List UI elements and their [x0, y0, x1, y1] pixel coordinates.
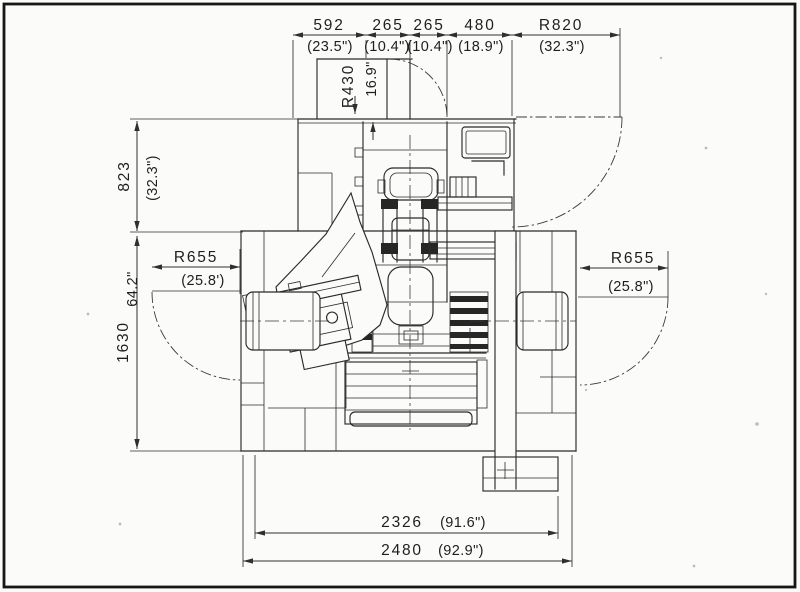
dim-r655-right-mm: R655: [611, 250, 655, 267]
dim-265b-mm: 265: [413, 17, 444, 34]
machine-outline: [240, 58, 577, 452]
dim-2326-mm: 2326: [381, 514, 423, 531]
dimension-annotations: 592 (23.5") 265 (10.4") 265 (10.4") 480 …: [115, 17, 669, 567]
dim-265a-inch: (10.4"): [364, 39, 410, 55]
dim-480-inch: (18.9"): [458, 39, 504, 55]
dim-592-mm: 592: [313, 17, 344, 34]
dim-592-inch: (23.5"): [307, 39, 353, 55]
dim-r655-right-inch: (25.8"): [608, 279, 654, 295]
dim-r430-inch: 16.9": [364, 61, 380, 96]
dim-r430-mm: R430: [340, 64, 357, 108]
dim-r655-left-mm: R655: [174, 249, 218, 266]
dim-1630-mm: 1630: [115, 321, 132, 363]
dim-r820-inch: (32.3"): [539, 39, 585, 55]
dim-265a-mm: 265: [372, 17, 403, 34]
centerlines: [240, 135, 576, 430]
dim-480-mm: 480: [464, 17, 495, 34]
dim-2326-inch: (91.6"): [440, 515, 486, 531]
dim-2480-mm: 2480: [381, 542, 423, 559]
dim-r820-mm: R820: [539, 17, 583, 34]
pendant-arm: [482, 230, 559, 492]
dim-823-inch: (32.3"): [145, 155, 161, 201]
dim-265b-inch: (10.4"): [407, 39, 453, 55]
dim-1630-inch: 64.2": [125, 271, 141, 306]
dim-2480-inch: (92.9"): [438, 543, 484, 559]
dim-r655-left-inch: (25.8'): [181, 273, 224, 289]
scan-speckles: [86, 56, 768, 568]
dim-823-mm: 823: [116, 160, 133, 191]
door-swing-arcs: [151, 58, 669, 386]
